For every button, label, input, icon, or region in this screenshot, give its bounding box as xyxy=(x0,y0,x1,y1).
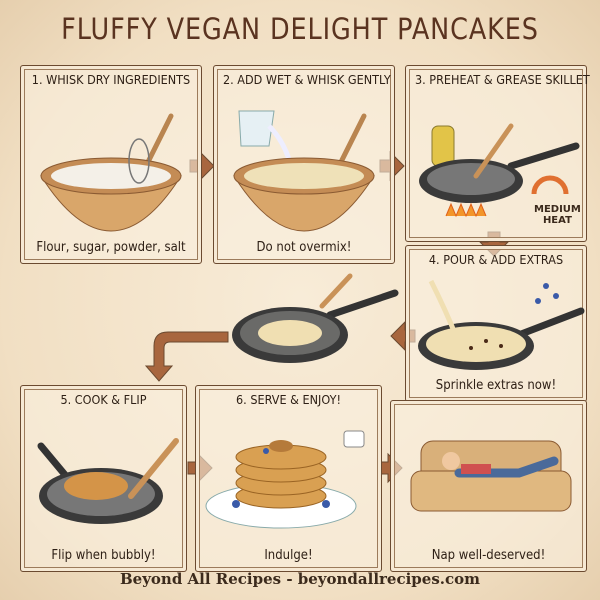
bowl-pitcher-illustration xyxy=(233,110,375,232)
heat-line-1: MEDIUM xyxy=(534,204,581,215)
step-caption: Flour, sugar, powder, salt xyxy=(36,240,186,255)
nap-on-couch-illustration xyxy=(410,440,572,512)
pour-illustration xyxy=(418,279,585,370)
step-7-panel: Nap well-deserved! xyxy=(390,400,587,572)
heat-line-2: HEAT xyxy=(542,215,572,226)
bowl-illustration xyxy=(40,113,182,232)
step-3-panel: 3. PREHEAT & GREASE SKILLET MEDIUM HEAT xyxy=(405,65,590,242)
step-2-panel: 2. ADD WET & WHISK GENTLY Do not overmix… xyxy=(213,65,395,264)
step-caption: Do not overmix! xyxy=(256,240,352,255)
step-caption: Nap well-deserved! xyxy=(431,548,546,563)
step-caption: Flip when bubbly! xyxy=(51,548,156,563)
step-title: 5. COOK & FLIP xyxy=(60,392,147,407)
pan-illustration xyxy=(232,273,399,363)
heat-gauge-icon xyxy=(531,175,569,195)
footer-credit: Beyond All Recipes - beyondallrecipes.co… xyxy=(119,570,481,588)
step-5-panel: 5. COOK & FLIP Flip when bubbly! xyxy=(20,385,187,572)
step-4-panel: 4. POUR & ADD EXTRAS Sprinkle extras now… xyxy=(405,245,587,402)
step-caption: Sprinkle extras now! xyxy=(435,378,557,393)
pancake-stack-illustration xyxy=(205,430,365,529)
step-title: 3. PREHEAT & GREASE SKILLET xyxy=(415,72,590,87)
step-caption: Indulge! xyxy=(264,548,313,563)
step-1-panel: 1. WHISK DRY INGREDIENTS Flour, sugar, p… xyxy=(20,65,202,264)
step-6-panel: 6. SERVE & ENJOY! Indulge! xyxy=(195,385,382,572)
arrow-curve-down-icon xyxy=(144,331,229,382)
page-title: FLUFFY VEGAN DELIGHT PANCAKES xyxy=(61,12,539,46)
step-title: 6. SERVE & ENJOY! xyxy=(236,392,341,407)
step-title: 4. POUR & ADD EXTRAS xyxy=(428,252,564,267)
step-title: 2. ADD WET & WHISK GENTLY xyxy=(223,72,391,87)
flip-illustration xyxy=(37,438,179,524)
skillet-illustration xyxy=(419,123,580,218)
step-title: 1. WHISK DRY INGREDIENTS xyxy=(31,72,191,87)
heat-level-label: MEDIUM HEAT xyxy=(534,204,581,226)
